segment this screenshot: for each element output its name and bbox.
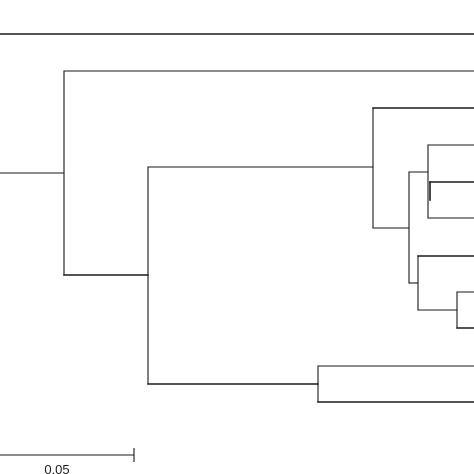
scale-bar-label: 0.05 (44, 462, 69, 474)
scale-bar (0, 448, 135, 462)
